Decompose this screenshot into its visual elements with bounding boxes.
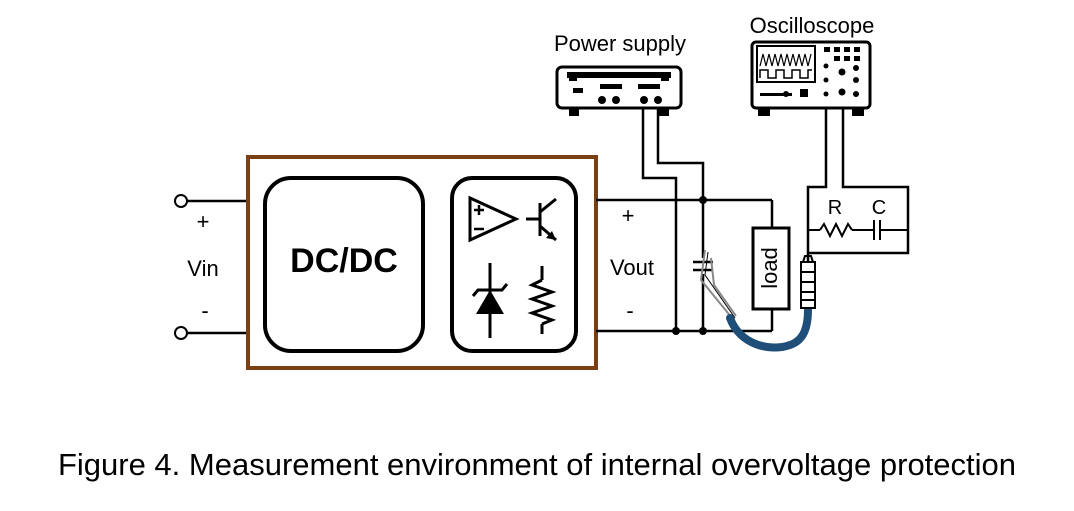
- dcdc-label: DC/DC: [290, 242, 398, 280]
- capacitor-label: C: [872, 197, 886, 219]
- junction-dot: [699, 196, 707, 204]
- dcdc-block: [263, 176, 425, 353]
- transistor-icon: [526, 197, 557, 242]
- power-supply-icon: [555, 65, 683, 116]
- load-box: [751, 226, 791, 311]
- vin-label: Vin: [187, 256, 218, 281]
- oscilloscope-label: Oscilloscope: [750, 13, 875, 38]
- power-supply-leads: [641, 108, 705, 331]
- probe-cable: [726, 306, 812, 352]
- probe-leads: [699, 249, 737, 319]
- junction-dot: [699, 327, 707, 335]
- oscilloscope-leads: [806, 108, 910, 262]
- input-terminals: [174, 194, 248, 340]
- op-amp-icon: [468, 195, 520, 243]
- power-supply-label: Power supply: [554, 31, 686, 56]
- vout-label: Vout: [610, 255, 654, 280]
- probe-connector-icon: [800, 255, 816, 309]
- junction-dot: [672, 327, 680, 335]
- rc-network: [808, 220, 908, 240]
- vout-plus-label: +: [622, 203, 635, 228]
- vout-minus-label: -: [626, 298, 633, 323]
- vin-minus-label: -: [201, 298, 208, 323]
- vin-minus-terminal-icon: [174, 326, 188, 340]
- load-label: load: [757, 247, 782, 289]
- oscilloscope-icon: [750, 40, 872, 116]
- vin-plus-terminal-icon: [174, 194, 188, 208]
- resistor-icon: [527, 266, 557, 334]
- resistor-label: R: [828, 197, 842, 219]
- vin-plus-label: +: [197, 209, 210, 234]
- zener-diode-icon: [471, 263, 509, 338]
- resistor-r-icon: [819, 221, 853, 239]
- figure-caption: Figure 4. Measurement environment of int…: [57, 447, 1017, 482]
